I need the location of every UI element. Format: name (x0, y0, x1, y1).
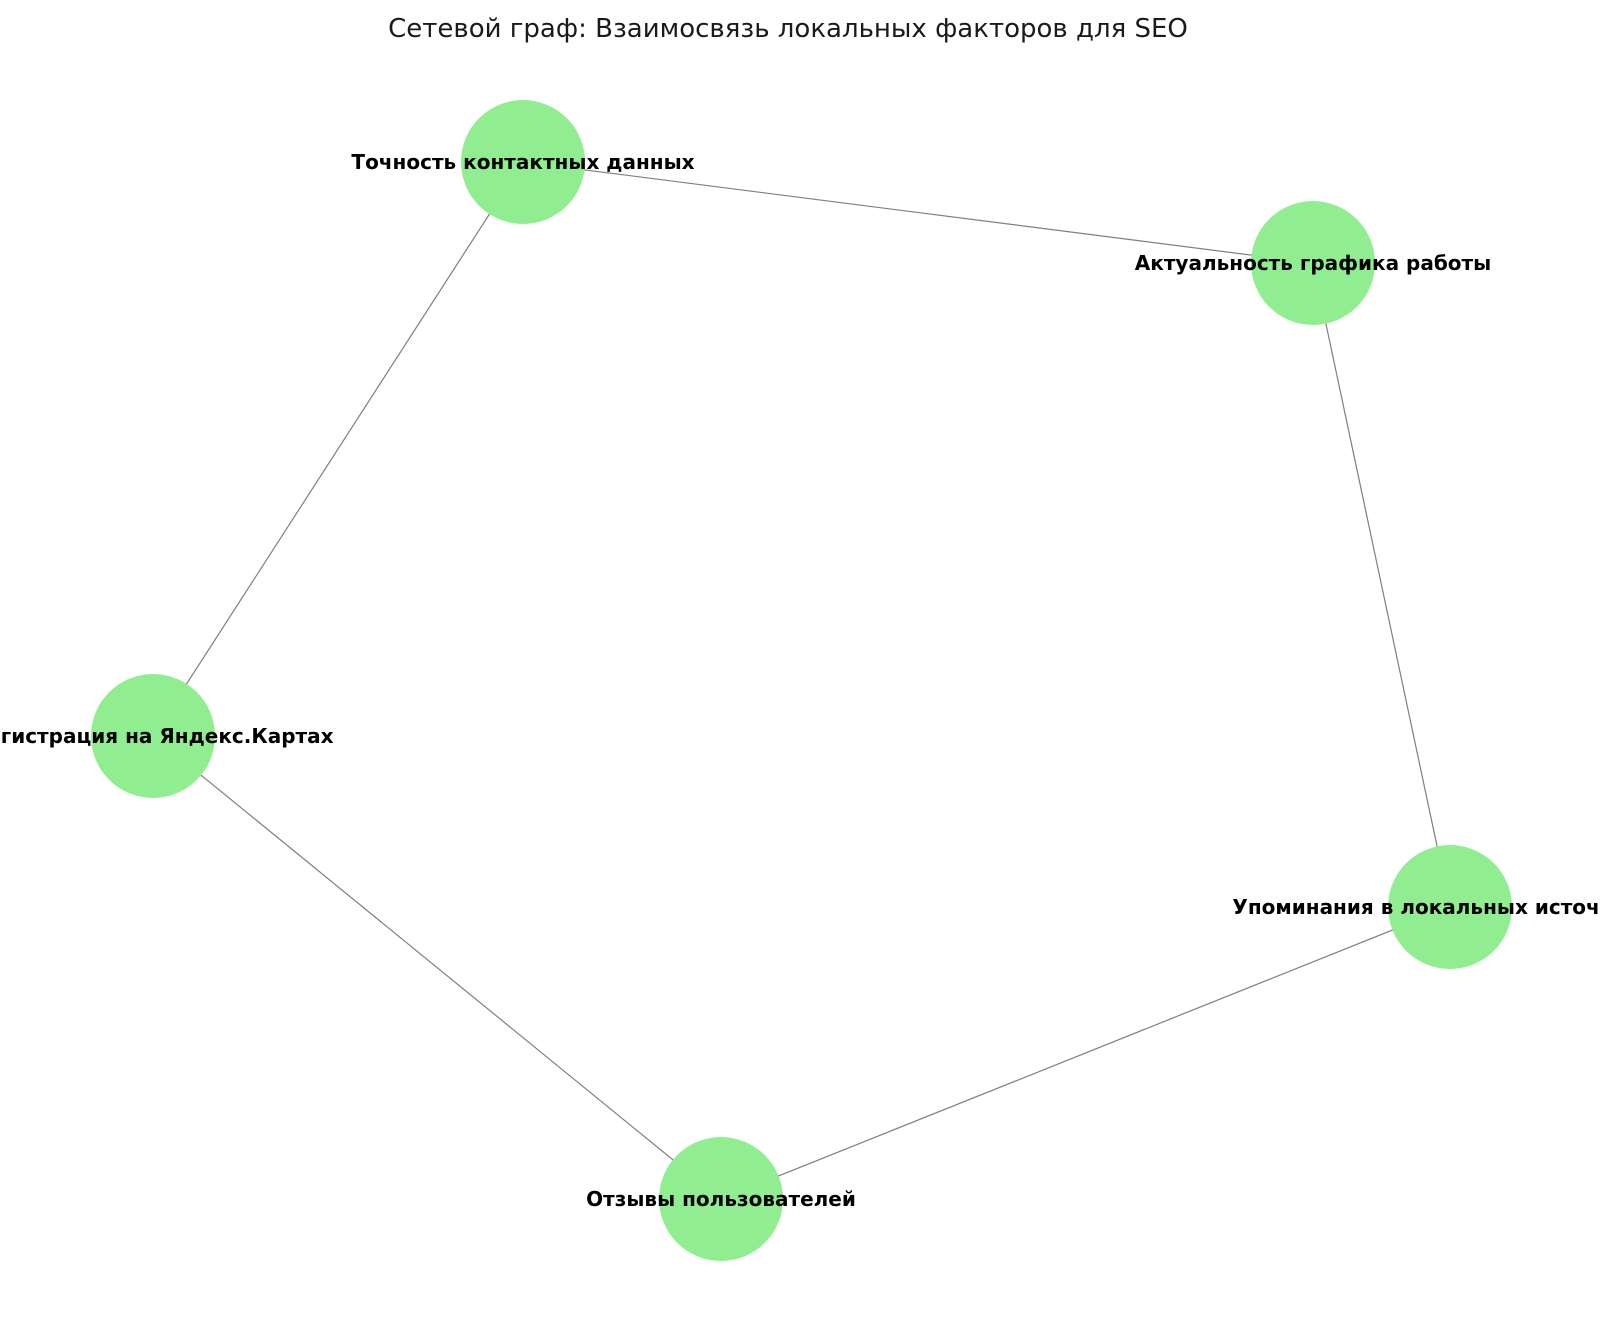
graph-node-yandex-maps-registration (91, 674, 215, 798)
graph-edge-user-reviews--yandex-maps-registration (152, 735, 722, 1200)
graph-edge-yandex-maps-registration--contact-data-accuracy (152, 161, 524, 737)
node-label-user-reviews: Отзывы пользователей (586, 1187, 856, 1211)
graph-edge-contact-data-accuracy--schedule-freshness (522, 161, 1314, 264)
node-label-contact-data-accuracy: Точность контактных данных (351, 150, 694, 174)
chart-title: Сетевой граф: Взаимосвязь локальных факт… (388, 14, 1188, 44)
graph-edge-schedule-freshness--local-source-mentions (1312, 262, 1451, 908)
node-label-local-source-mentions: Упоминания в локальных источниках (1232, 895, 1600, 919)
graph-node-schedule-freshness (1251, 201, 1375, 325)
graph-edge-local-source-mentions--user-reviews (720, 906, 1451, 1200)
node-label-yandex-maps-registration: Регистрация на Яндекс.Картах (0, 724, 334, 748)
graph-node-contact-data-accuracy (461, 100, 585, 224)
node-label-schedule-freshness: Актуальность графика работы (1135, 251, 1491, 275)
graph-node-local-source-mentions (1388, 845, 1512, 969)
graph-node-user-reviews (659, 1137, 783, 1261)
